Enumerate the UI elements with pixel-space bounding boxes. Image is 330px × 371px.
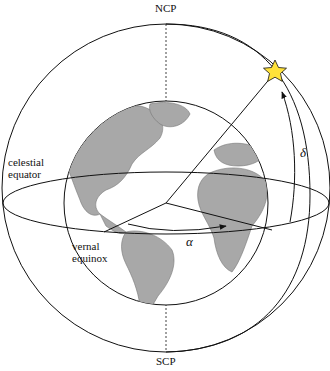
pole-label: NCP xyxy=(155,2,176,14)
star-direction xyxy=(166,76,272,203)
angle-label: δ xyxy=(300,146,306,160)
pole-label: SCP xyxy=(156,355,176,367)
direction-label: vernal equinox xyxy=(72,240,134,264)
alpha-arc xyxy=(128,224,226,231)
equinox-line xyxy=(104,203,166,232)
meridian-foot-line xyxy=(166,203,272,230)
circle-label: celestial equator xyxy=(8,156,70,180)
earth xyxy=(64,101,268,313)
sphere-outline xyxy=(2,24,330,352)
star-symbol xyxy=(264,60,287,81)
delta-arc xyxy=(282,92,295,222)
angle-label: α xyxy=(186,235,193,249)
